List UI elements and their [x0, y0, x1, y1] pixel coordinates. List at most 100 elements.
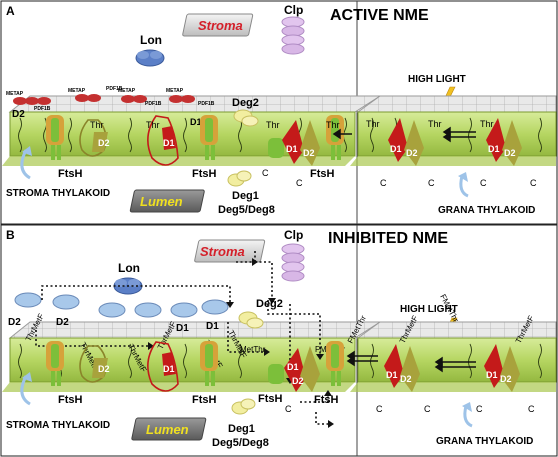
c-label: C: [262, 168, 269, 178]
panel-b-stroma-box: Stroma: [194, 239, 266, 263]
metap-label: METAP: [166, 88, 184, 94]
panel-a-lon-label: Lon: [140, 33, 162, 47]
pdf1b-label: PDF1B: [198, 101, 215, 107]
panel-b-deg58-label: Deg5/Deg8: [212, 437, 269, 449]
panel-b-ftsh-label-2: FtsH: [192, 394, 217, 406]
panel-b-ribosome-blobs: [14, 292, 229, 318]
panel-b-ftsh-label-4: FtsH: [258, 393, 283, 405]
panel-b-deg2-label: Deg2: [256, 298, 283, 310]
panel-b-lumen-box: Lumen: [131, 417, 207, 441]
panel-a: A ACTIVE NME Stroma Clp Lon HIGH LIGHT: [0, 0, 558, 225]
panel-a-blue-arrow-icon: [459, 175, 469, 198]
d1-label: D1: [190, 117, 202, 127]
panel-a-grana-d1-d2-2: D1 D2 Thr Thr C C: [428, 118, 537, 188]
c-label: C: [424, 404, 431, 414]
thr-label: Thr: [366, 119, 380, 129]
panel-a-deg2-label: Deg2: [232, 97, 259, 109]
panel-b-blue-arrow-icon: [463, 405, 473, 428]
panel-a-clp-label: Clp: [284, 3, 303, 17]
panel-b-arrowheads: [148, 258, 334, 428]
panel-a-lon: Lon: [135, 33, 165, 67]
panel-b-lon-label: Lon: [118, 261, 140, 275]
d1-label: D1: [287, 362, 299, 372]
pdf1b-label: PDF1B: [145, 101, 162, 107]
panel-a-metap-cluster-2: METAP PDF1B: [68, 86, 123, 102]
panel-a-stroma-box: Stroma: [182, 13, 254, 37]
panel-a-ftsh-4: C: [262, 138, 284, 178]
d1-label: D1: [206, 321, 219, 332]
thr-label: Thr: [428, 119, 442, 129]
panel-a-high-light-label: HIGH LIGHT: [408, 74, 466, 85]
panel-b-high-light-label: HIGH LIGHT: [400, 304, 458, 315]
d2-label: D2: [504, 148, 516, 158]
panel-b-stroma-label: Stroma: [200, 244, 245, 259]
panel-a-metap-cluster-1: METAP PDF1B D2: [6, 91, 51, 120]
panel-b-ftsh-2: FtsH: [192, 341, 218, 406]
d1-label: D1: [176, 323, 189, 334]
panel-a-ftsh-1: FtsH: [46, 115, 83, 180]
d2-label: D2: [292, 376, 304, 386]
panel-b-ftsh-3: FtsH: [314, 341, 344, 406]
panel-a-grana-d1-d2-1: D1 D2 Thr C C: [366, 118, 435, 188]
panel-a-grana-thylakoid-label: GRANA THYLAKOID: [438, 205, 535, 216]
panel-a-letter: A: [6, 4, 15, 18]
panel-b-migration-arrows: [346, 350, 476, 373]
pdf1b-label: PDF1B: [34, 106, 51, 112]
panel-b: B INHIBITED NME Stroma Clp Lon HIGH LIGH…: [0, 224, 558, 457]
panel-b-blue-arrowhead-icon: [462, 402, 472, 412]
panel-a-clp: Clp: [281, 3, 305, 55]
panel-a-deg1: Deg1 Deg5/Deg8: [218, 170, 275, 216]
d2-label: D2: [303, 148, 315, 158]
panel-a-d1-protein-1: D1 Thr: [146, 115, 179, 166]
panel-a-lipid-squiggles: [18, 117, 542, 153]
metap-label: METAP: [68, 88, 86, 94]
panel-b-stroma-thylakoid-label: STROMA THYLAKOID: [6, 420, 110, 431]
thr-label: Thr: [480, 119, 494, 129]
panel-b-clp: Clp: [281, 228, 305, 282]
panel-b-grana-d1-d2-1: D1 D2 C C: [376, 344, 431, 414]
panel-a-ftsh-label-1: FtsH: [58, 168, 83, 180]
panel-b-clp-label: Clp: [284, 228, 303, 242]
panel-a-ftsh-label-3: FtsH: [310, 168, 335, 180]
panel-b-ftsh-label-3: FtsH: [314, 394, 339, 406]
c-label: C: [528, 404, 535, 414]
panel-b-deg1-label: Deg1: [228, 423, 255, 435]
d2-label: D2: [406, 148, 418, 158]
panel-b-title: INHIBITED NME: [328, 230, 448, 247]
panel-b-ftsh-1: FtsH: [46, 341, 83, 406]
panel-b-blue-arrowhead-icon: [22, 372, 32, 382]
d1-label: D1: [390, 144, 402, 154]
panel-a-ftsh-2: FtsH: [192, 115, 218, 180]
d2-label: D2: [8, 317, 21, 328]
c-label: C: [296, 178, 303, 188]
panel-b-deg1: Deg1 Deg5/Deg8: [212, 398, 269, 449]
d2-label: D2: [500, 374, 512, 384]
panel-a-metap-cluster-3: METAP PDF1B: [118, 88, 162, 107]
c-label: C: [285, 404, 292, 414]
panel-b-ftsh-4: FtsH: [258, 364, 284, 405]
c-label: C: [530, 178, 537, 188]
panel-a-grana-membrane: [350, 95, 557, 166]
panel-a-d1-d2-center: D1 D2 Thr Thr C: [266, 120, 340, 188]
panel-b-d2-protein: D2: [79, 345, 110, 383]
panel-b-lon: Lon: [113, 261, 143, 295]
c-label: C: [376, 404, 383, 414]
panel-a-deg58-label: Deg5/Deg8: [218, 204, 275, 216]
d2-label: D2: [400, 374, 412, 384]
c-label: C: [480, 178, 487, 188]
panel-a-lumen-label: Lumen: [140, 194, 183, 209]
panel-a-stroma-label: Stroma: [198, 18, 243, 33]
panel-b-letter: B: [6, 228, 15, 242]
panel-a-blue-arrow-icon: [20, 149, 31, 180]
pdf1b-label: PDF1B: [106, 86, 123, 92]
d1-label: D1: [488, 144, 500, 154]
panel-a-migration-arrows: [332, 126, 476, 143]
d1-label: D1: [286, 144, 298, 154]
panel-b-grana-d1-d2-2: D1 D2 C C: [476, 344, 535, 414]
thr-label: Thr: [146, 120, 160, 130]
panel-a-metap-cluster-4: METAP PDF1B: [166, 88, 215, 107]
panel-b-blue-arrow-icon: [20, 375, 31, 406]
metap-label: METAP: [6, 91, 24, 97]
d1-label: D1: [486, 370, 498, 380]
